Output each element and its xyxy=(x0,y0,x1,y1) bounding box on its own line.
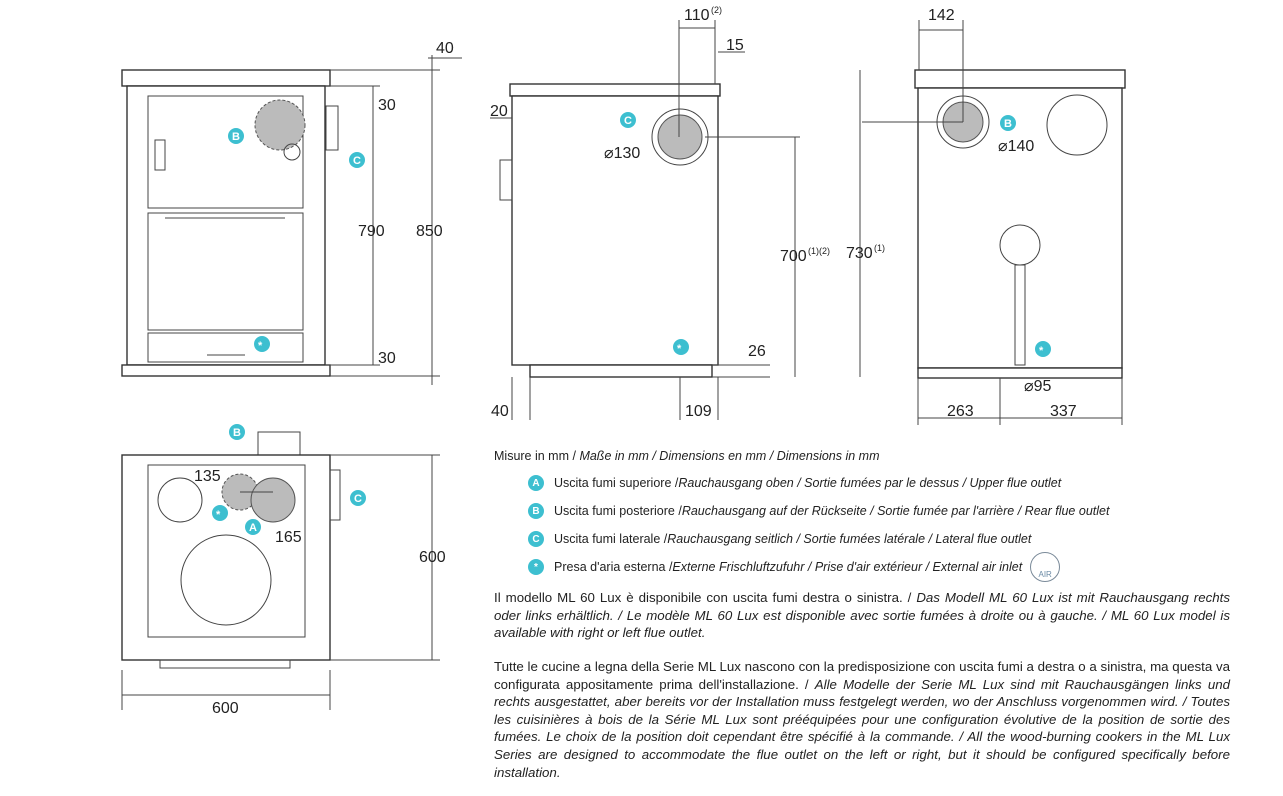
dim-135: 135 xyxy=(194,468,221,485)
legend-item-air: * Presa d'aria esterna / Externe Frischlu… xyxy=(528,552,1254,582)
side-view: 110 (2) 15 20 ⌀130 700 (1)(2) 26 40 109 … xyxy=(490,5,861,420)
badge-c: C xyxy=(353,155,361,167)
badge-b: B xyxy=(1004,118,1012,130)
note1-plain: Il modello ML 60 Lux è disponibile con u… xyxy=(494,590,917,605)
dim-depth-600: 600 xyxy=(419,549,446,566)
dim-263: 263 xyxy=(947,403,974,420)
note-flue-availability: Il modello ML 60 Lux è disponibile con u… xyxy=(494,589,1230,642)
note-flue-configuration: Tutte le cucine a legna della Serie ML L… xyxy=(494,658,1230,781)
dim-165: 165 xyxy=(275,529,302,546)
badge-air: * xyxy=(216,509,221,521)
legend: Misure in mm / Maße in mm / Dimensions e… xyxy=(494,449,1254,582)
dim-lower-30: 30 xyxy=(378,350,396,367)
dim-upper-30: 30 xyxy=(378,97,396,114)
dim-15: 15 xyxy=(726,37,744,54)
dim-142: 142 xyxy=(928,7,955,24)
badge-c: C xyxy=(624,115,632,127)
units-plain: Misure in mm / xyxy=(494,449,580,463)
legend-label: Uscita fumi laterale / xyxy=(554,532,668,546)
dim-730-note: (1) xyxy=(874,243,885,253)
rear-view: 142 ⌀140 730 (1) ⌀95 263 337 B * xyxy=(846,7,1126,425)
badge-a: A xyxy=(528,475,544,491)
badge-b: B xyxy=(232,131,240,143)
note1-italic: Das Modell ML 60 Lux ist mit Rauchausgan… xyxy=(494,590,1230,641)
dim-110-note: (2) xyxy=(711,5,722,15)
units-italic: Maße in mm / Dimensions en mm / Dimensio… xyxy=(579,449,880,463)
units-note: Misure in mm / Maße in mm / Dimensions e… xyxy=(494,449,1254,469)
dim-109: 109 xyxy=(685,403,712,420)
legend-item-c: C Uscita fumi laterale / Rauchausgang sei… xyxy=(528,525,1254,553)
dim-700-note: (1)(2) xyxy=(808,246,830,256)
badge-a: A xyxy=(249,522,257,534)
legend-label: Uscita fumi posteriore / xyxy=(554,504,682,518)
dim-110: 110 xyxy=(684,7,710,24)
note2-plain: Tutte le cucine a legna della Serie ML L… xyxy=(494,659,1230,692)
dim-730: 730 xyxy=(846,245,873,262)
dim-width-600: 600 xyxy=(212,700,239,717)
legend-translations: Rauchausgang seitlich / Sortie fumées la… xyxy=(667,532,1032,546)
legend-label: Uscita fumi superiore / xyxy=(554,476,679,490)
dim-20: 20 xyxy=(490,103,508,120)
badge-air: * xyxy=(258,340,263,352)
badge-b: B xyxy=(528,503,544,519)
dim-diameter-130: ⌀130 xyxy=(604,145,640,162)
dim-diameter-95: ⌀95 xyxy=(1024,378,1052,395)
legend-translations: Rauchausgang oben / Sortie fumées par le… xyxy=(678,476,1062,490)
legend-item-a: A Uscita fumi superiore / Rauchausgang ob… xyxy=(528,469,1254,497)
dim-850: 850 xyxy=(416,223,443,240)
dim-790: 790 xyxy=(358,223,385,240)
legend-item-b: B Uscita fumi posteriore / Rauchausgang a… xyxy=(528,497,1254,525)
dim-337: 337 xyxy=(1050,403,1077,420)
badge-c: C xyxy=(528,531,544,547)
dim-diameter-140: ⌀140 xyxy=(998,138,1034,155)
badge-air: * xyxy=(528,559,544,575)
air-inlet-icon: AIR xyxy=(1030,552,1061,582)
dim-40: 40 xyxy=(491,403,509,420)
top-view: 135 165 600 600 B C A * xyxy=(121,424,446,717)
dim-26: 26 xyxy=(748,343,766,360)
dim-top-plate: 40 xyxy=(436,40,454,57)
badge-c: C xyxy=(354,493,362,505)
legend-translations: Rauchausgang auf der Rückseite / Sortie … xyxy=(681,504,1110,518)
note2-italic: Alle Modelle der Serie ML Lux sind mit R… xyxy=(494,676,1230,780)
legend-label: Presa d'aria esterna / xyxy=(554,560,673,574)
front-view: 40 30 790 850 30 B C * xyxy=(121,40,462,385)
dim-700: 700 xyxy=(780,248,807,265)
badge-b: B xyxy=(233,427,241,439)
badge-air: * xyxy=(677,343,682,355)
badge-air: * xyxy=(1039,345,1044,357)
legend-translations: Externe Frischluftzufuhr / Prise d'air e… xyxy=(672,560,1023,574)
